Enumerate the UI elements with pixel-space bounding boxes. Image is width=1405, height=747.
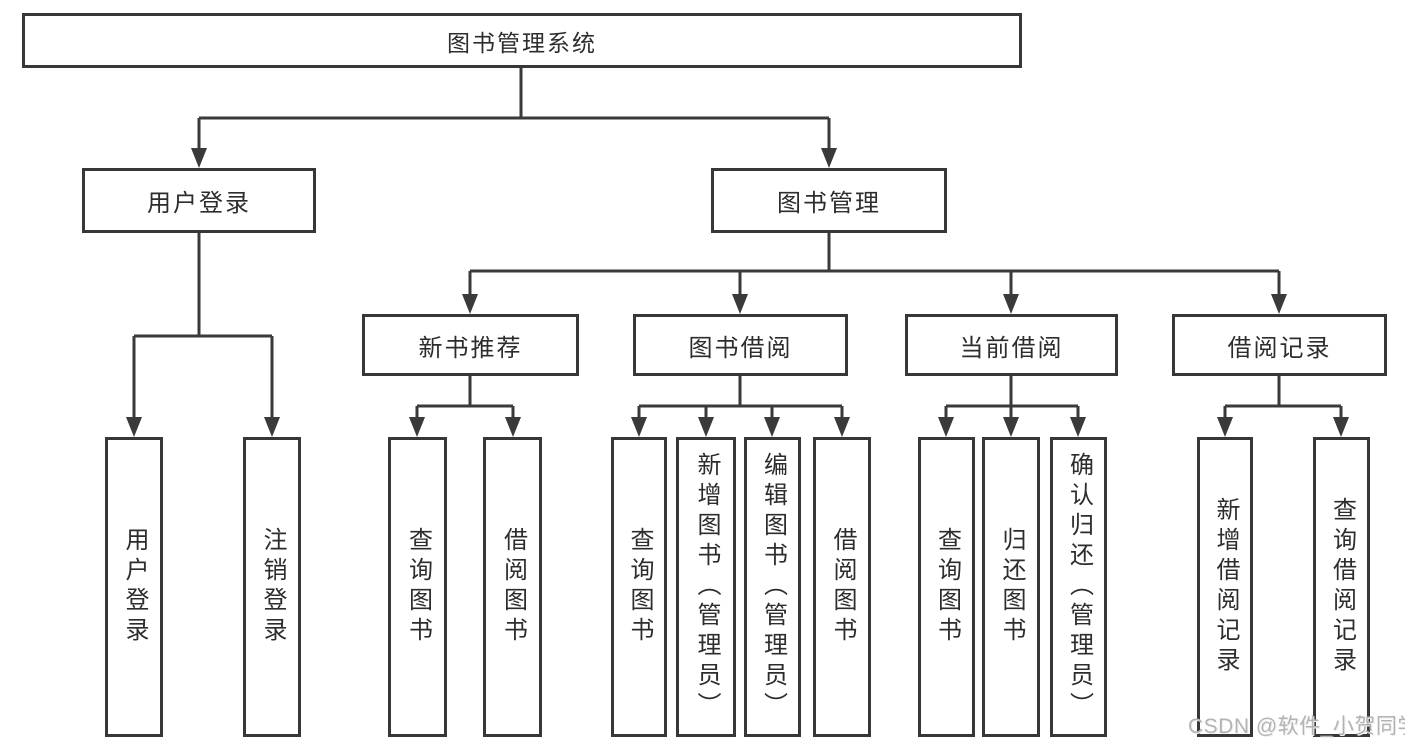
leaf-add-books-admin: 新增图书（管理员） [676, 437, 736, 737]
node-borrow-records: 借阅记录 [1172, 314, 1387, 376]
leaf-borrow-books: 借阅图书 [813, 437, 871, 737]
node-new-book-recommend: 新书推荐 [362, 314, 579, 376]
leaf-query-books-borrow: 查询图书 [611, 437, 667, 737]
leaf-query-books-current: 查询图书 [918, 437, 975, 737]
node-current-borrow: 当前借阅 [905, 314, 1118, 376]
node-root-system: 图书管理系统 [22, 13, 1022, 68]
leaf-edit-books-admin: 编辑图书（管理员） [744, 437, 801, 737]
leaf-add-borrow-record: 新增借阅记录 [1197, 437, 1253, 737]
node-book-borrow: 图书借阅 [633, 314, 848, 376]
leaf-borrow-books-recommend: 借阅图书 [483, 437, 542, 737]
node-book-management: 图书管理 [711, 168, 947, 233]
leaf-user-login: 用户登录 [105, 437, 163, 737]
leaf-logout: 注销登录 [243, 437, 301, 737]
leaf-confirm-return-admin: 确认归还（管理员） [1050, 437, 1107, 737]
leaf-query-books-recommend: 查询图书 [388, 437, 447, 737]
node-user-login: 用户登录 [82, 168, 316, 233]
leaf-return-books: 归还图书 [982, 437, 1040, 737]
leaf-query-borrow-record: 查询借阅记录 [1313, 437, 1370, 737]
csdn-watermark: CSDN @软件_小贺同学 [1188, 715, 1405, 738]
